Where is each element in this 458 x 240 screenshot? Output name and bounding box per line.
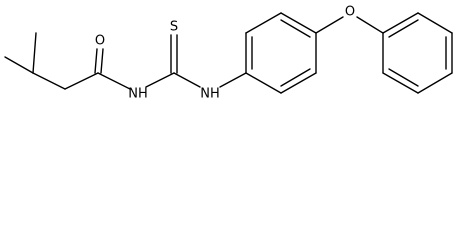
ring2-inner-1 — [388, 19, 419, 38]
molecule-drawing: O S NH NH O — [4, 5, 453, 102]
acyl-chain — [4, 32, 131, 90]
structure-diagram: O S NH NH O — [0, 0, 458, 109]
ring2-bond-5 — [382, 72, 419, 94]
bond-methyl-a — [4, 56, 34, 74]
ring1-bond-5 — [280, 72, 317, 94]
ether-oxygen-label: O — [345, 5, 355, 20]
bond-carbonyl-c-n — [97, 72, 131, 90]
ring1-inner-2 — [280, 19, 311, 38]
bond-n-cs — [145, 72, 175, 88]
thione-sulfur-label: S — [170, 20, 178, 35]
amide-nitrogen-label: NH — [128, 87, 148, 102]
phenylene-ring — [245, 12, 317, 94]
ring2-bond-1 — [382, 12, 419, 34]
bond-carbonyl-c-o-1 — [94, 48, 98, 74]
ring2-inner-3 — [388, 68, 419, 87]
carbonyl-oxygen-label: O — [95, 34, 105, 49]
bond-methyl-b — [32, 32, 37, 74]
ring1-bond-3 — [280, 12, 317, 34]
phenyl-ring — [382, 12, 453, 94]
bond-n-aryl — [219, 72, 247, 88]
bond-carbonyl-c-o-2 — [100, 48, 104, 74]
aniline-nitrogen-label: NH — [200, 87, 220, 102]
bond-chain-1 — [32, 72, 66, 90]
thiourea-core — [145, 34, 247, 88]
ring2-bond-2 — [417, 12, 453, 34]
ring1-inner-3 — [280, 68, 311, 87]
ring1-bond-2 — [245, 12, 282, 34]
ether-linkage — [315, 16, 384, 34]
bond-ring-o — [315, 16, 344, 34]
ring2-bond-4 — [417, 72, 453, 94]
ring1-bond-6 — [245, 72, 282, 94]
bond-o-ring — [356, 16, 384, 34]
bond-cs-n — [173, 72, 201, 88]
atom-labels: O S NH NH O — [95, 5, 355, 102]
bond-chain-2 — [64, 72, 99, 90]
